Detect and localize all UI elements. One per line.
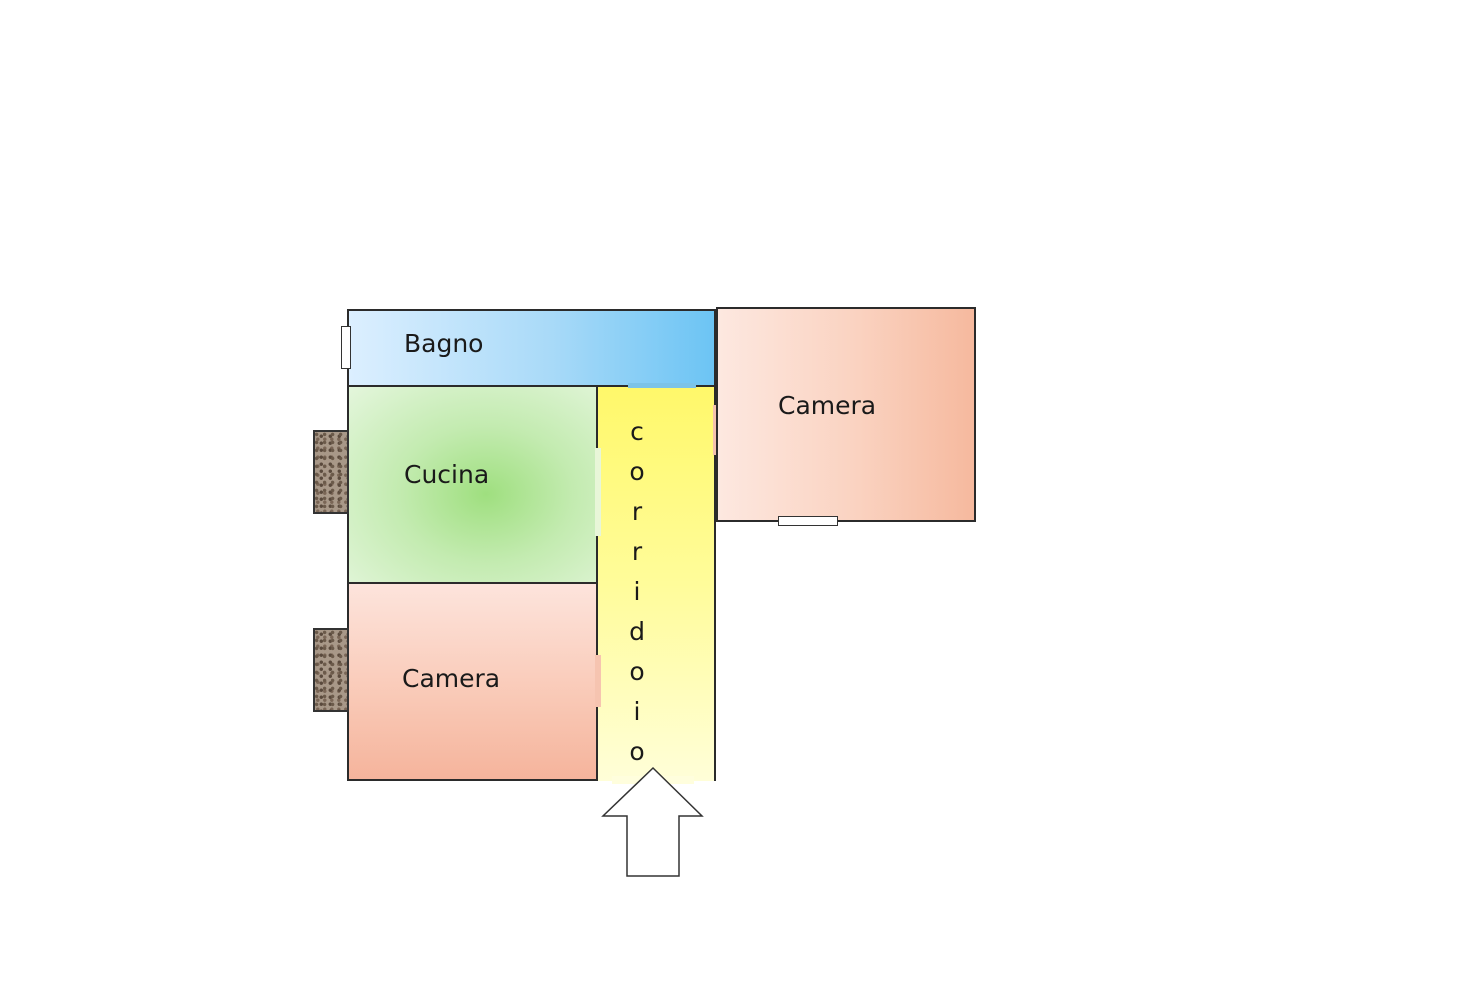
corridoio-letter: o (629, 657, 645, 686)
room-label-camera-left: Camera (402, 664, 501, 693)
corridoio-letter: o (629, 457, 645, 486)
room-corridoio (596, 385, 716, 781)
door-bagno (628, 383, 696, 388)
corridoio-letter: o (629, 737, 645, 766)
corridoio-letter: i (633, 697, 641, 726)
room-label-cucina: Cucina (404, 460, 490, 489)
window-camera-right (778, 516, 838, 526)
room-camera-right: Camera (716, 307, 976, 522)
corridoio-letter: d (629, 617, 645, 646)
arrow-up-icon (601, 766, 704, 877)
room-label-bagno: Bagno (404, 329, 484, 358)
room-cucina: Cucina (347, 385, 598, 584)
corridoio-letter: c (630, 417, 644, 446)
door-cucina (595, 448, 601, 536)
corridoio-letter: r (631, 497, 643, 526)
room-camera-left: Camera (347, 582, 598, 781)
door-camera-left (595, 655, 601, 707)
room-label-corridoio: c o r r i d o i o (622, 412, 652, 772)
window-bagno (341, 326, 351, 369)
room-bagno: Bagno (347, 309, 716, 387)
chimney-upper (313, 430, 349, 514)
corridoio-letter: r (631, 537, 643, 566)
room-label-camera-right: Camera (778, 391, 877, 420)
corridoio-letter: i (633, 577, 641, 606)
chimney-lower (313, 628, 349, 712)
